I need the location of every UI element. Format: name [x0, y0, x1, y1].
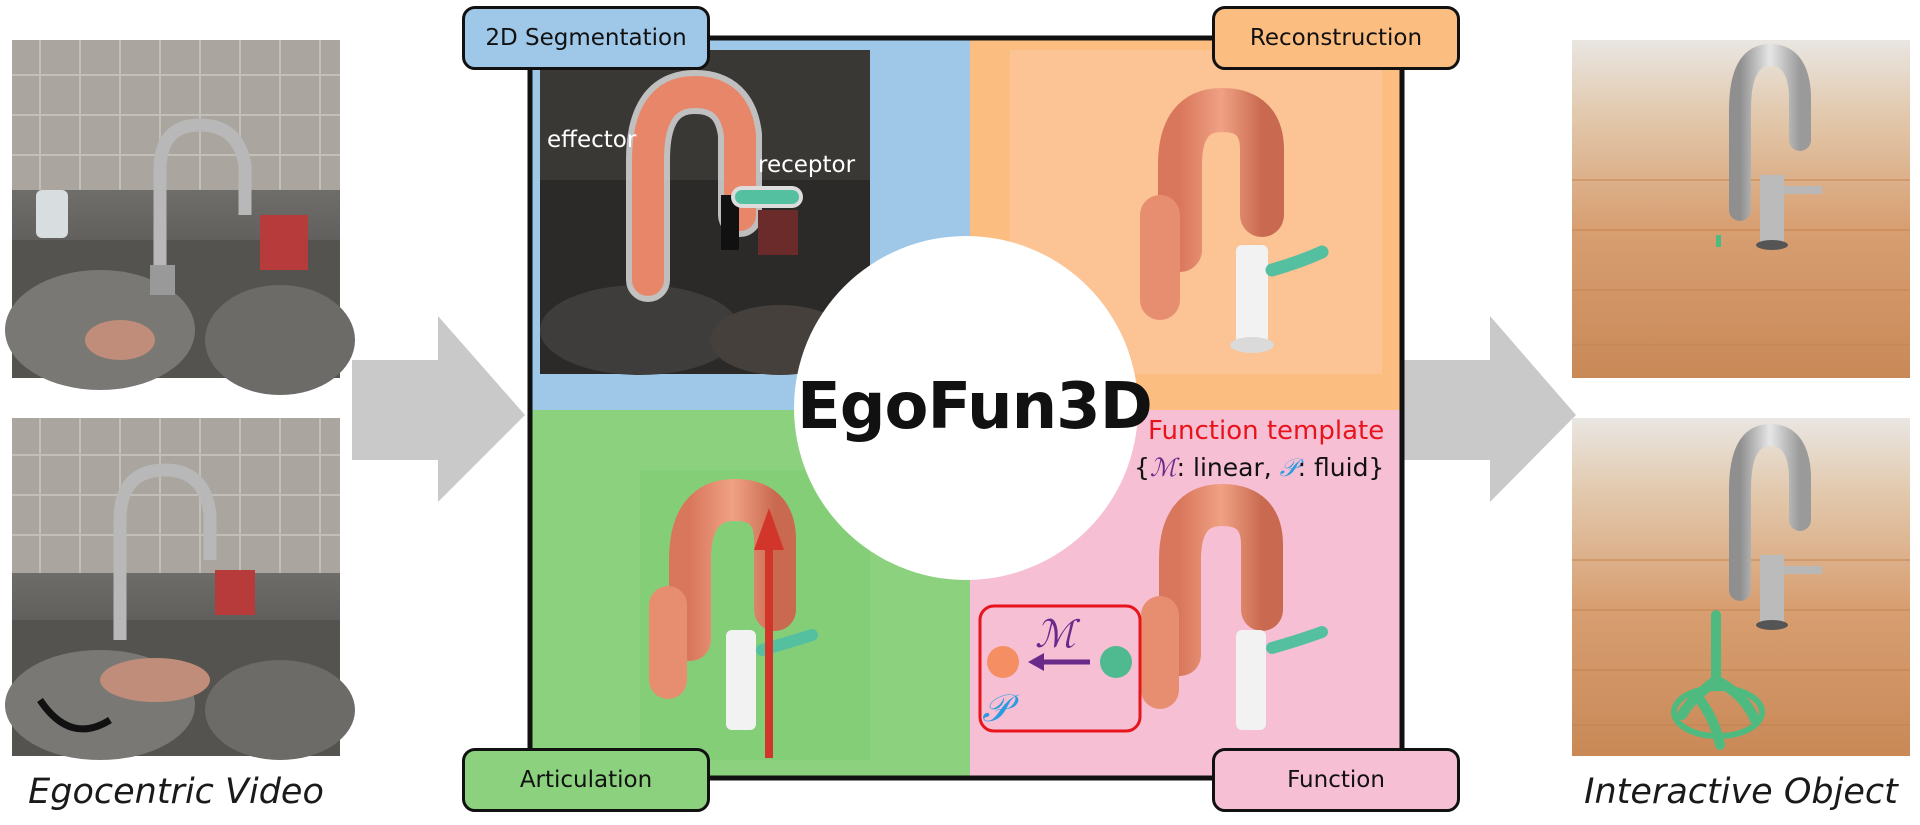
arrow-to-result — [1402, 316, 1576, 502]
caption-interactive-object: Interactive Object — [1584, 772, 1898, 812]
method-frame — [527, 35, 1405, 781]
arrow-to-method — [352, 316, 525, 502]
label-reconstruction: Reconstruction — [1212, 6, 1460, 70]
function-template-title: Function template — [1148, 416, 1385, 446]
label-articulation: Articulation — [462, 748, 710, 812]
label-2d-segmentation: 2D Segmentation — [462, 6, 710, 70]
articulation-render — [640, 470, 870, 760]
egocentric-photo-top — [5, 40, 355, 395]
formula-p-value: : fluid} — [1297, 453, 1385, 482]
diagram-p-symbol: 𝒫 — [982, 686, 1010, 730]
center-circle — [794, 236, 1138, 580]
egocentric-photo-bottom — [5, 418, 355, 760]
function-diagram — [978, 604, 1142, 733]
caption-egocentric-video: Egocentric Video — [28, 772, 324, 812]
center-title: EgoFun3D — [797, 370, 1153, 444]
formula-p-symbol: 𝒫 — [1279, 453, 1298, 482]
function-render — [1141, 483, 1328, 730]
receptor-node — [1100, 646, 1132, 678]
interactive-photo-bottom — [1572, 418, 1910, 756]
interactive-photo-top — [1572, 40, 1910, 378]
effector-node — [987, 646, 1019, 678]
reconstruction-render — [1010, 50, 1382, 374]
formula-m-symbol: ℳ — [1149, 453, 1177, 482]
diagram-m-symbol: ℳ — [1035, 612, 1076, 656]
effector-label: effector — [547, 127, 637, 153]
label-function: Function — [1212, 748, 1460, 812]
function-template-formula: {ℳ: linear, 𝒫: fluid} — [1134, 453, 1384, 483]
formula-m-value: : linear, — [1176, 453, 1280, 482]
segmentation-photo — [540, 50, 870, 375]
formula-open-brace: { — [1134, 453, 1150, 482]
receptor-label: receptor — [758, 152, 856, 178]
